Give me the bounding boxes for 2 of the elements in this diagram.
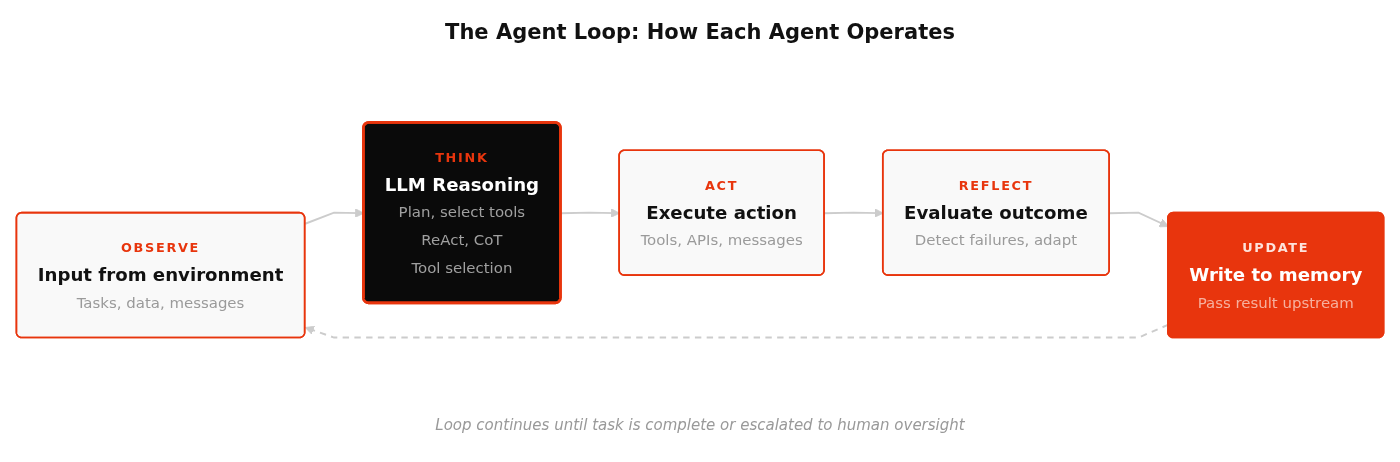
- diagram-title: The Agent Loop: How Each Agent Operates: [445, 20, 955, 44]
- diagram-caption: Loop continues until task is complete or escalated to human oversight: [435, 416, 965, 434]
